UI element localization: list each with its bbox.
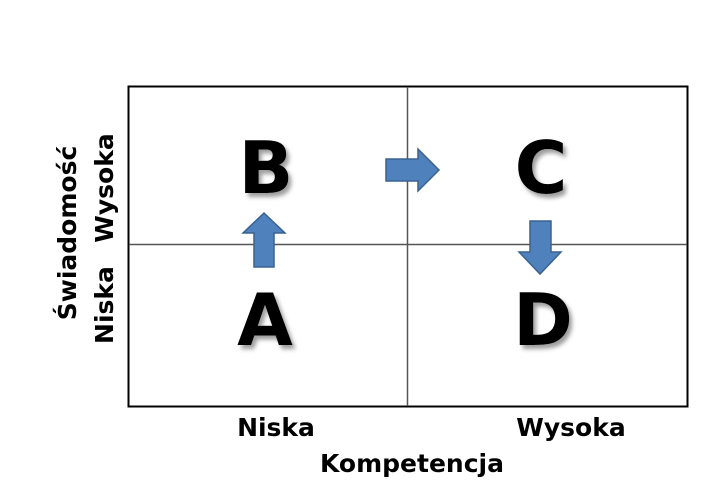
x-axis-low-label: Niska (237, 413, 315, 442)
quadrant-letter-top-right: C (515, 126, 568, 210)
quadrant-letter-bottom-right: D (513, 278, 573, 362)
quadrant-letter-top-left: B (239, 126, 294, 210)
arrow-right-icon (385, 147, 441, 193)
quadrant-letter-bottom-left: A (237, 278, 293, 362)
x-axis-high-label: Wysoka (516, 413, 625, 442)
y-axis-high-label: Wysoka (90, 133, 119, 242)
x-axis-title: Kompetencja (320, 449, 504, 478)
y-axis-title: Świadomość (52, 146, 82, 321)
y-axis-low-label: Niska (90, 266, 119, 344)
arrow-down-icon (517, 220, 563, 276)
arrow-up-icon (241, 211, 287, 268)
